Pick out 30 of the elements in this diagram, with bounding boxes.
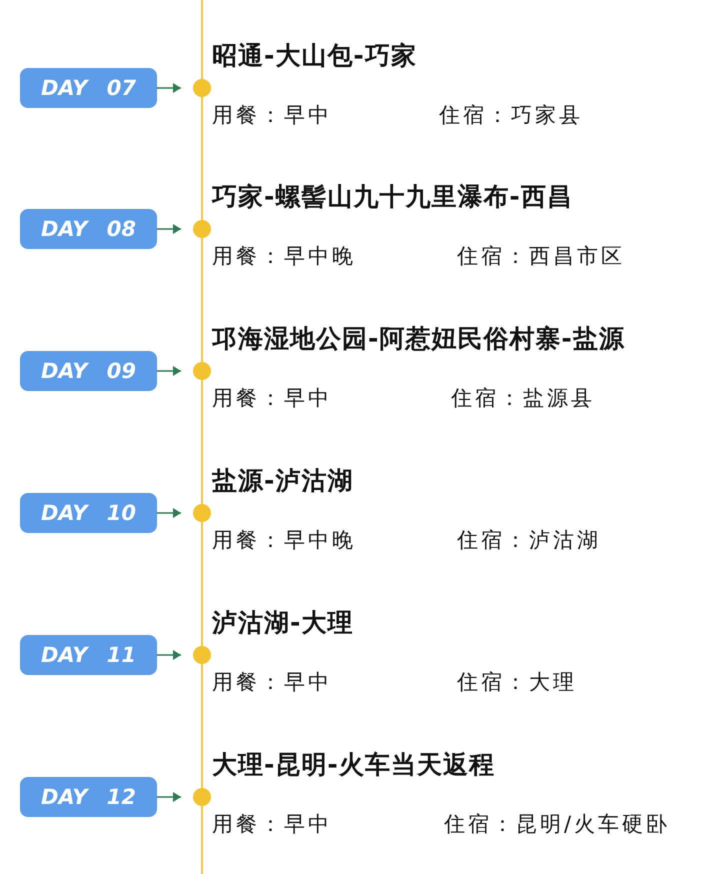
meal-text: 用餐：早中 bbox=[212, 811, 332, 837]
route-heading: 盐源-泸沽湖 bbox=[212, 466, 354, 496]
arrow bbox=[157, 224, 181, 234]
arrow bbox=[157, 508, 181, 518]
lodging-text: 住宿：巧家县 bbox=[439, 102, 583, 128]
lodging-text: 住宿：盐源县 bbox=[451, 385, 595, 411]
day-badge: DAY 12 bbox=[20, 777, 157, 817]
lodging-text: 住宿：昆明/火车硬卧 bbox=[444, 811, 670, 837]
meal-text: 用餐：早中晚 bbox=[212, 527, 356, 553]
arrow bbox=[157, 83, 181, 93]
lodging-text: 住宿：大理 bbox=[457, 669, 577, 695]
arrow bbox=[157, 650, 181, 660]
day-badge: DAY 07 bbox=[20, 68, 157, 108]
day-badge: DAY 11 bbox=[20, 635, 157, 675]
arrow bbox=[157, 366, 181, 376]
route-heading: 昭通-大山包-巧家 bbox=[212, 41, 417, 71]
lodging-text: 住宿：西昌市区 bbox=[457, 243, 625, 269]
lodging-text: 住宿：泸沽湖 bbox=[457, 527, 601, 553]
day-badge: DAY 10 bbox=[20, 493, 157, 533]
meal-text: 用餐：早中 bbox=[212, 669, 332, 695]
day-badge: DAY 08 bbox=[20, 209, 157, 249]
meal-text: 用餐：早中晚 bbox=[212, 243, 356, 269]
route-heading: 邛海湿地公园-阿惹妞民俗村寨-盐源 bbox=[212, 324, 625, 354]
route-heading: 巧家-螺髻山九十九里瀑布-西昌 bbox=[212, 182, 573, 212]
meal-text: 用餐：早中 bbox=[212, 102, 332, 128]
arrow bbox=[157, 792, 181, 802]
meal-text: 用餐：早中 bbox=[212, 385, 332, 411]
route-heading: 泸沽湖-大理 bbox=[212, 608, 354, 638]
day-badge: DAY 09 bbox=[20, 351, 157, 391]
route-heading: 大理-昆明-火车当天返程 bbox=[212, 750, 495, 780]
